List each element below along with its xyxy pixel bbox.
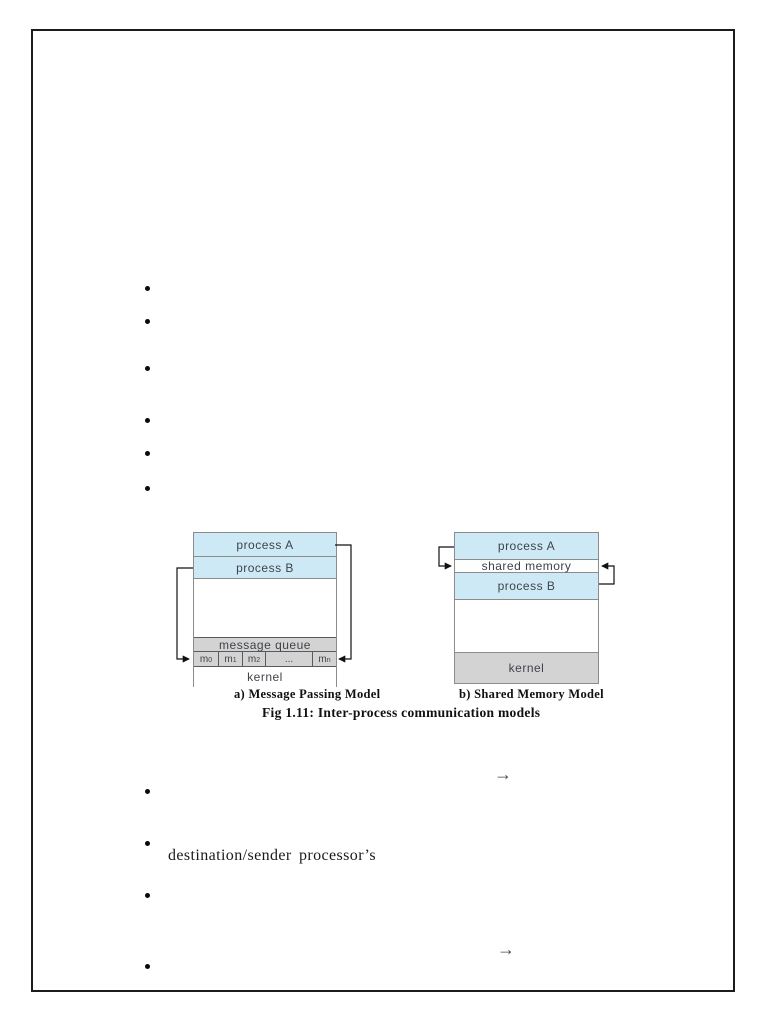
shared-memory-diagram: process A shared memory process B kernel <box>454 532 599 684</box>
empty-space <box>455 600 598 652</box>
caption-message-passing: a) Message Passing Model <box>234 687 381 701</box>
message-queue-box: message queue <box>194 637 336 652</box>
bullet-marker <box>145 286 150 291</box>
bullet-marker <box>145 486 150 491</box>
bullet-marker <box>145 366 150 371</box>
bullet-marker <box>145 319 150 324</box>
figure-caption: Fig 1.11: Inter-process communication mo… <box>262 705 541 720</box>
process-b-box: process B <box>455 573 598 600</box>
kernel-box: kernel <box>455 652 598 683</box>
bullet-marker <box>145 964 150 969</box>
right-arrow-glyph: → <box>497 939 515 959</box>
empty-space <box>194 579 336 637</box>
right-arrow-glyph: → <box>494 764 512 784</box>
process-a-box: process A <box>194 533 336 557</box>
bullet-marker <box>145 789 150 794</box>
kernel-label: kernel <box>247 670 283 684</box>
process-a-label: process A <box>497 539 556 553</box>
process-b-box: process B <box>194 557 336 579</box>
page-border <box>31 29 735 992</box>
shared-memory-label: shared memory <box>481 559 572 573</box>
process-a-box: process A <box>455 533 598 560</box>
body-text-line: destination/sender processor’s <box>168 847 376 864</box>
bullet-marker <box>145 893 150 898</box>
bullet-marker <box>145 451 150 456</box>
process-b-label: process B <box>236 560 294 575</box>
bullet-marker <box>145 841 150 846</box>
shared-memory-box: shared memory <box>455 559 598 573</box>
kernel-box: kernel <box>194 667 336 687</box>
kernel-label: kernel <box>508 661 545 675</box>
message-queue-label: message queue <box>219 637 311 652</box>
queue-cell-ellipsis: ... <box>266 652 313 666</box>
caption-shared-memory: b) Shared Memory Model <box>459 687 604 701</box>
bullet-marker <box>145 418 150 423</box>
process-b-label: process B <box>497 579 556 593</box>
process-a-label: process A <box>236 537 294 552</box>
